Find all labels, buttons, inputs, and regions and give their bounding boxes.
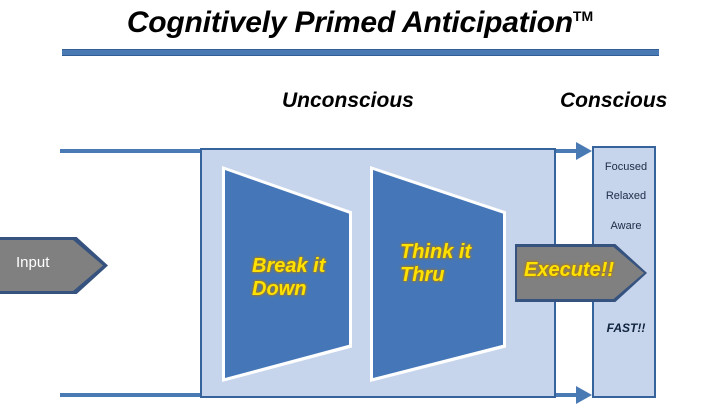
heading-unconscious: Unconscious — [282, 89, 414, 112]
execute-arrow-label: Execute!! — [524, 259, 615, 281]
conscious-item-aware: Aware — [610, 220, 642, 232]
conscious-footer-fast: FAST!! — [606, 321, 646, 335]
input-arrow-label: Input — [16, 254, 50, 271]
heading-conscious: Conscious — [560, 89, 668, 112]
page-title-text: Cognitively Primed Anticipation — [126, 6, 573, 39]
conscious-item-focused: Focused — [604, 161, 648, 173]
trademark-symbol: TM — [572, 8, 594, 24]
execute-arrow-shape[interactable] — [517, 247, 644, 299]
flow-arrowhead-top-icon — [576, 142, 592, 160]
stage-2-label: Think it Thru — [400, 241, 472, 286]
title-underline-rule — [62, 49, 659, 56]
conscious-item-relaxed: Relaxed — [605, 190, 647, 202]
page-title: Cognitively Primed AnticipationTM — [0, 6, 720, 40]
flow-arrowhead-bottom-icon — [576, 386, 592, 404]
stage-1-label: Break it Down — [252, 255, 326, 300]
